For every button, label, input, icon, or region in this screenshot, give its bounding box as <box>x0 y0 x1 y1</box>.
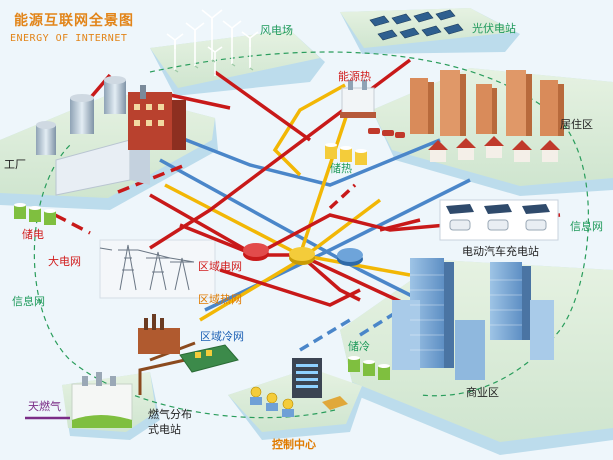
label-main-grid: 大电网 <box>48 255 81 268</box>
gas-power-plant <box>138 314 239 373</box>
router-hub-right <box>337 248 363 266</box>
gas-station-building <box>71 372 133 428</box>
label-regional-heat: 区域热网 <box>198 293 242 306</box>
label-control-center: 控制中心 <box>272 438 316 451</box>
label-ev-station: 电动汽车充电站 <box>462 245 539 258</box>
label-heat-storage: 储热 <box>330 162 352 175</box>
label-commercial: 商业区 <box>466 386 499 399</box>
label-regional-cold: 区域冷网 <box>200 330 244 343</box>
residential-towers <box>410 70 564 136</box>
label-energy-heat: 能源热 <box>338 70 371 83</box>
power-storage-tanks <box>14 203 56 225</box>
label-factory: 工厂 <box>4 158 26 171</box>
label-power-storage: 储电 <box>22 228 44 241</box>
control-center-equipment <box>250 358 348 417</box>
label-regional-grid: 区域电网 <box>198 260 242 273</box>
energy-heat-plant <box>340 80 376 118</box>
commercial-towers <box>392 258 554 380</box>
platform-wind <box>150 30 325 96</box>
information-network-ring <box>33 51 589 419</box>
diagram-title: 能源互联网全景图 <box>14 13 134 29</box>
platform-main-grid <box>99 239 216 299</box>
diagram-subtitle: ENERGY OF INTERNET <box>10 33 128 44</box>
wind-turbines <box>166 9 259 76</box>
platform-control-center <box>228 368 365 440</box>
transmission-towers <box>99 244 195 291</box>
label-cold-storage: 储冷 <box>348 340 370 353</box>
ev-charging-station <box>439 199 559 241</box>
label-natural-gas: 天燃气 <box>28 400 61 413</box>
cold-storage-tanks <box>348 356 390 380</box>
label-gas-station-line1: 燃气分布 <box>148 408 192 421</box>
label-wind-farm: 风电场 <box>260 24 293 37</box>
electric-cars-parked <box>368 128 405 138</box>
solar-panels <box>369 9 464 41</box>
router-hub-left <box>243 243 269 261</box>
router-hub-center <box>289 247 315 265</box>
label-gas-station-line2: 式电站 <box>148 423 181 436</box>
factory-complex <box>36 76 186 196</box>
label-residential: 居住区 <box>560 118 593 131</box>
residential-houses <box>428 136 560 162</box>
label-info-net-right: 信息网 <box>570 220 603 233</box>
wind-turbine-shadows <box>174 59 254 73</box>
label-info-net-left: 信息网 <box>12 295 45 308</box>
label-solar-station: 光伏电站 <box>472 22 516 35</box>
heat-storage-tanks <box>325 143 367 165</box>
